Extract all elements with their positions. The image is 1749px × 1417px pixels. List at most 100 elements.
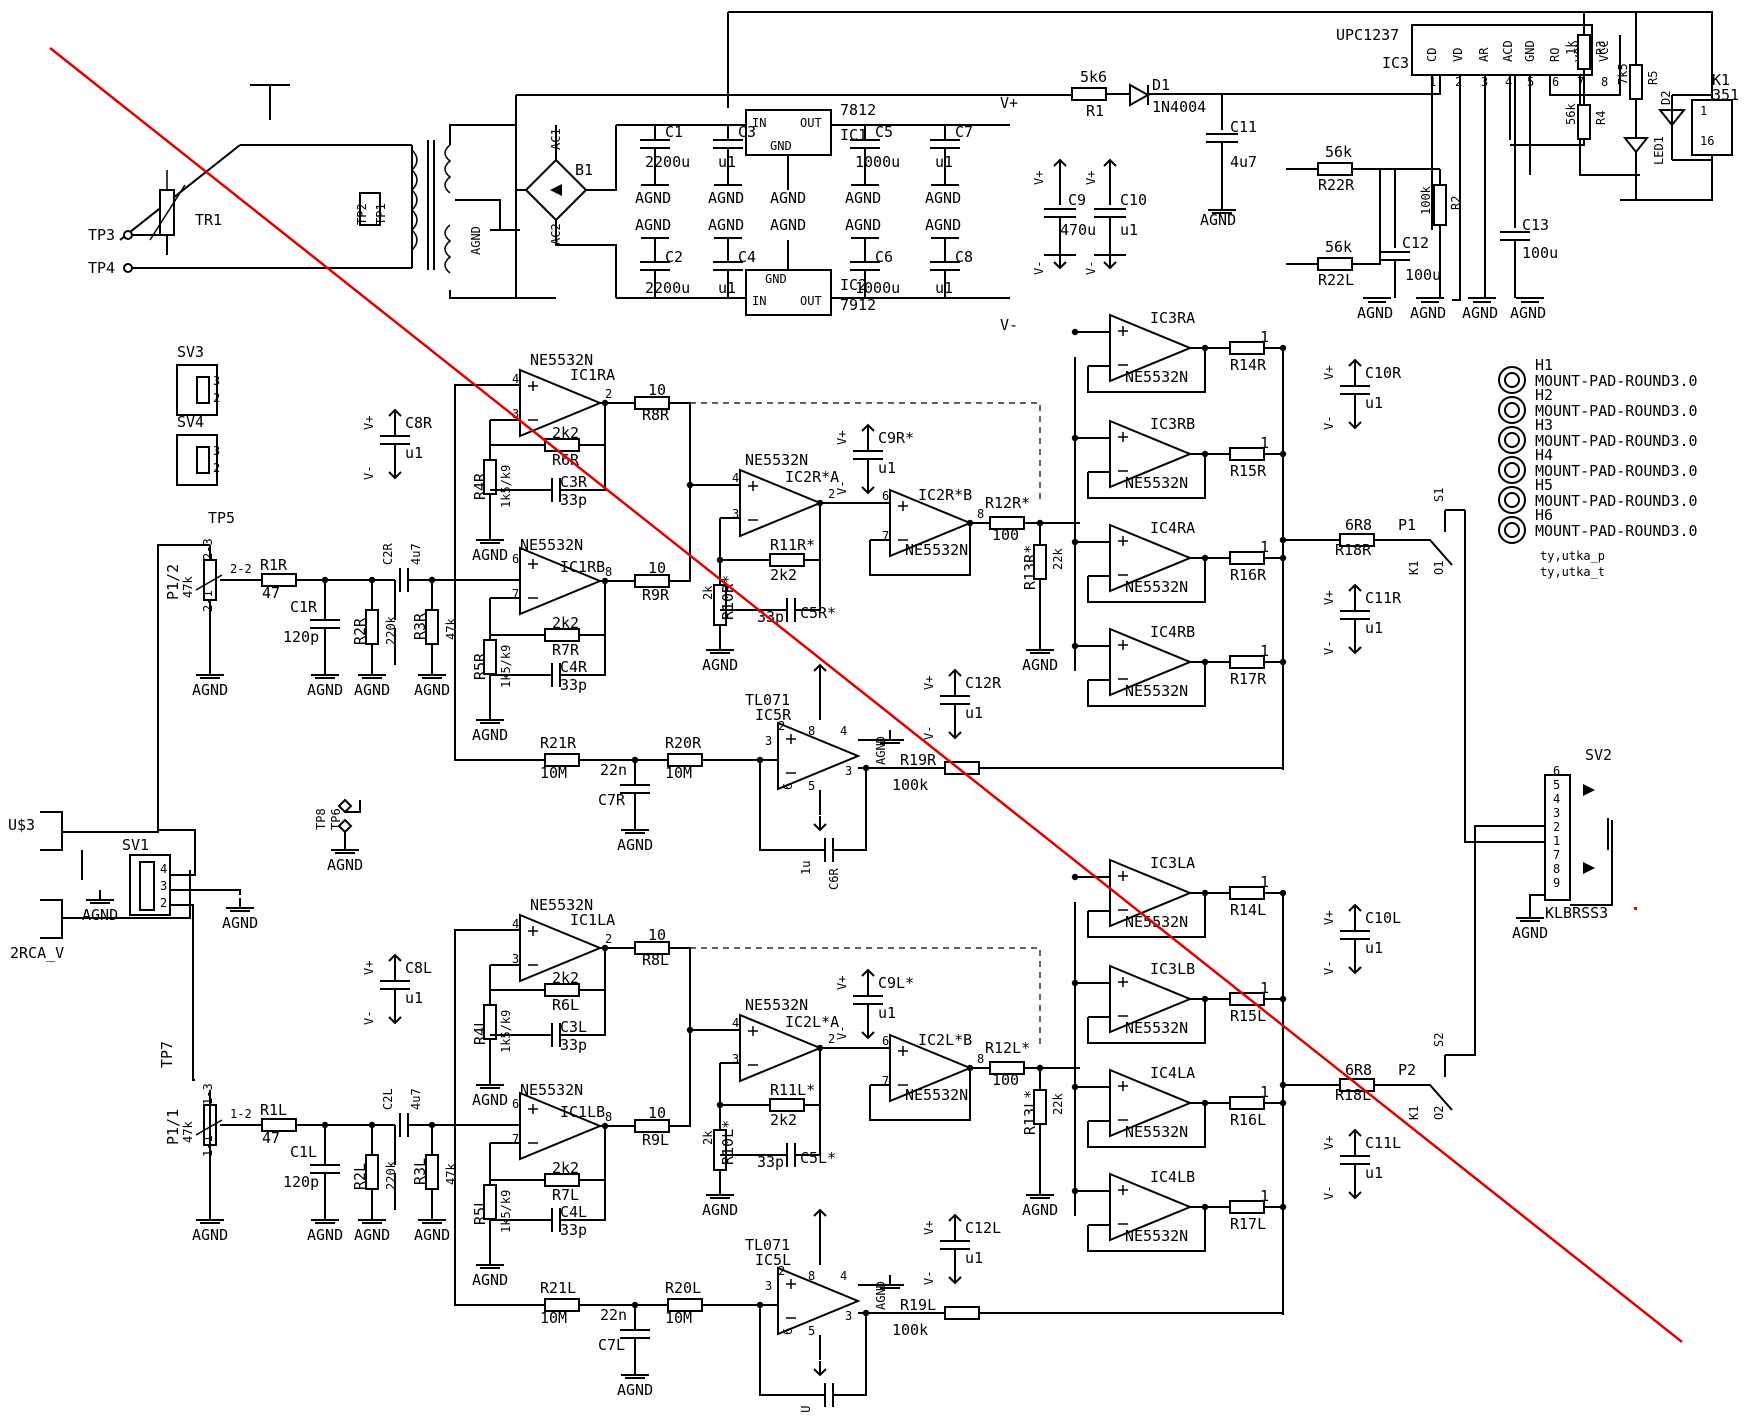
wire-relay-contact [1374, 1054, 1465, 1111]
supply-arrow-down [1348, 639, 1362, 655]
agnd-text: AGND [1512, 924, 1548, 942]
r5r-text: R5R [471, 652, 489, 680]
junction-dot [756, 1301, 764, 1309]
r17l-text: R17L [1230, 1215, 1266, 1233]
decoupling-cap [940, 695, 970, 705]
agnd-text: AGND [192, 681, 228, 699]
supply-arrow-down [861, 479, 875, 495]
ground-symbol [476, 1075, 504, 1089]
pin-number: 2 [778, 1264, 785, 1278]
ic1lb-text: IC1LB [560, 1103, 605, 1121]
r22r-label: R22R [1318, 176, 1355, 194]
op-amp-signs [786, 1279, 796, 1319]
ic2-value: 7912 [840, 296, 876, 314]
r5l-val-text: 1k5/k9 [499, 1190, 513, 1233]
ic2-in: IN [752, 294, 766, 308]
ic3-pin-name: VCC [1597, 40, 1611, 62]
agnd-text: AGND [192, 1226, 228, 1244]
ground-symbol [476, 1255, 504, 1269]
c11r-text: C11R [1365, 589, 1402, 607]
vplus-text: V+ [1322, 591, 1336, 605]
r-one-text: 1 [1260, 538, 1269, 556]
r12r-val-text: 100 [992, 526, 1019, 544]
decoupling-cap [1340, 930, 1370, 940]
c1l-val-text: 120p [283, 1173, 319, 1191]
k1-value: 351 [1712, 86, 1739, 104]
agnd-text: AGND [925, 189, 961, 207]
resistor-r19 [944, 1306, 980, 1320]
op-amp-buffer [1109, 419, 1193, 489]
caps-c9-c10 [1044, 175, 1126, 255]
mount-pad-ref: H5 [1535, 476, 1553, 494]
agnd-text: AGND [354, 1226, 390, 1244]
cap-c1 [310, 619, 340, 629]
junction-dot [1201, 1099, 1209, 1107]
vplus-text: V+ [1322, 366, 1336, 380]
k1-o1-text: K1 [1407, 1106, 1421, 1120]
supply-arrow-up [948, 1213, 962, 1231]
pot-pin-text: 2-1 [201, 590, 215, 612]
sv2-pin: 8 [1553, 862, 1560, 876]
supply-arrow-down [1348, 959, 1362, 975]
supply-cap-value: u1 [718, 279, 736, 297]
sv2-pin: 7 [1553, 848, 1560, 862]
ic3-pin-number: 4 [1505, 75, 1512, 89]
agnd-text: AGND [472, 546, 508, 564]
ic3-pin-name: AR [1477, 47, 1491, 62]
vplus-text: V+ [1322, 911, 1336, 925]
ic3-ref: IC3 [1382, 54, 1409, 72]
ground-symbol [358, 1210, 386, 1224]
red-mark [1634, 907, 1637, 910]
ground-symbol [876, 1275, 904, 1289]
op-amp-buffer [1109, 858, 1193, 928]
mount-pad-hole [1504, 372, 1520, 388]
supply-cap-top [850, 139, 880, 149]
wire-buffer [1075, 1086, 1283, 1148]
c9l-text: C9L* [878, 974, 914, 992]
c2l-val-text: 4u7 [409, 1088, 423, 1110]
supply-arrow-down [388, 1009, 402, 1025]
c10r-text: C10R [1365, 364, 1402, 382]
sv2-text: SV2 [1585, 746, 1612, 764]
r-one-text: 1 [1260, 434, 1269, 452]
tyutka-p-text: ty,utka_p [1540, 549, 1605, 563]
ground-symbol [476, 710, 504, 724]
supply-arrow-down [1053, 254, 1067, 270]
op-amp-ic1a [519, 913, 603, 983]
rca-pins [62, 831, 75, 919]
op-amp-ic2b [889, 488, 973, 558]
ic4lb-text: IC4LB [1150, 1168, 1195, 1186]
resistor-r2 [365, 1154, 379, 1190]
r15l-text: R15L [1230, 1007, 1266, 1025]
mount-pad-name-text: MOUNT-PAD-ROUND3.0 [1535, 372, 1698, 390]
c2l-text: C2L [381, 1088, 395, 1110]
ic1rb-text: IC1RB [560, 558, 605, 576]
vminus-text: V- [835, 481, 849, 495]
junction-dot [1071, 873, 1079, 881]
supply-cap-value: u1 [935, 153, 953, 171]
op-amp-buffer [1109, 1172, 1193, 1242]
cap-c2 [399, 568, 409, 592]
ic5r-text: IC5R [755, 706, 792, 724]
tp8-text: TP8 [314, 808, 328, 830]
op-amp-signs [528, 381, 538, 421]
us3-text: U$3 [8, 816, 35, 834]
r13r-text: R13R* [1021, 545, 1039, 590]
supply-arrow-up [813, 1208, 827, 1226]
wire-left-pot [192, 1060, 211, 1180]
r6l-val-text: 2k2 [552, 969, 579, 987]
vplus-text: V+ [362, 961, 376, 975]
agnd-text: AGND [845, 216, 881, 234]
sv1-pins [139, 861, 155, 911]
pin-number: 7 [512, 1132, 519, 1146]
junction-dot [1201, 995, 1209, 1003]
supply-arrow-down [948, 724, 962, 740]
ground-symbol [1026, 640, 1054, 654]
ne5532n-text: NE5532N [1125, 578, 1188, 596]
supply-arrow-down [388, 464, 402, 480]
pin-number: 8 [605, 565, 612, 579]
power-supply-section: TR1 TP3 TP4 TP1 TP2 AGND B1 AC1 AC2 IN O… [88, 11, 1739, 334]
c7r-val-text: 22n [600, 761, 627, 779]
r8r-val-text: 10 [648, 381, 666, 399]
junction-dot [1071, 538, 1079, 546]
